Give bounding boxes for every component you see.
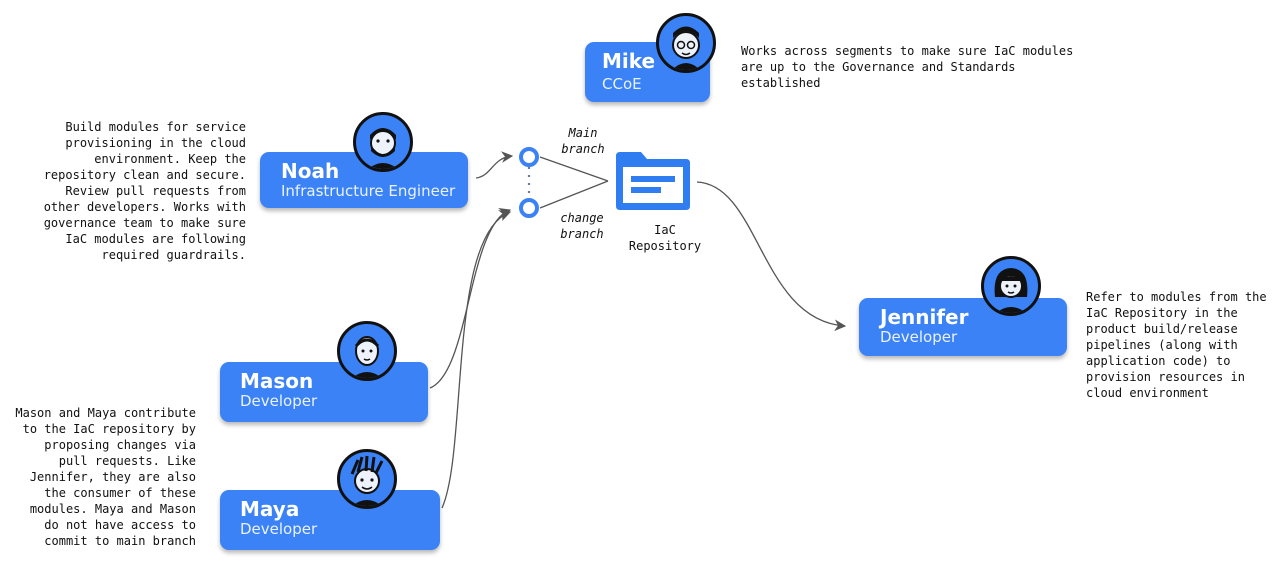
noah-description: Build modules for service provisioning i… [43,120,246,262]
change-branch-label: change branch [560,211,604,241]
jennifer-avatar [981,256,1041,316]
jennifer-name: Jennifer [880,305,969,329]
mason-to-change-arrow [429,208,512,389]
maya-to-change-arrow [441,210,512,509]
mike-name: Mike [602,49,656,73]
mason-maya-description: Mason and Maya contribute to the IaC rep… [15,406,196,548]
repository-label: IaC Repository [628,223,702,253]
repo-to-jennifer-arrow [696,181,847,332]
mike-role: CCoE [602,75,642,93]
mason-avatar [337,321,397,381]
change-branch-link [539,180,609,209]
folder-icon [613,150,693,212]
noah-to-main-arrow [475,151,514,179]
noah-name: Noah [281,159,340,183]
mike-description: Works across segments to make sure IaC m… [741,44,1074,90]
noah-avatar [353,112,413,172]
main-branch-node [519,147,539,167]
jennifer-description: Refer to modules from the IaC Repository… [1086,290,1267,400]
change-branch-node [519,198,539,218]
maya-name: Maya [240,497,300,521]
mason-role: Developer [240,392,318,410]
noah-card: Noah Infrastructure Engineer [260,152,468,208]
maya-avatar [337,449,397,509]
mason-name: Mason [240,369,314,393]
mason-card: Mason Developer [220,362,428,422]
noah-role: Infrastructure Engineer [281,182,456,200]
main-branch-label: Main branch [561,126,605,156]
jennifer-card: Jennifer Developer [859,298,1067,356]
main-branch-link [539,156,609,182]
maya-role: Developer [240,520,318,538]
jennifer-role: Developer [880,328,958,346]
maya-card: Maya Developer [220,490,440,550]
mike-avatar [656,13,716,73]
